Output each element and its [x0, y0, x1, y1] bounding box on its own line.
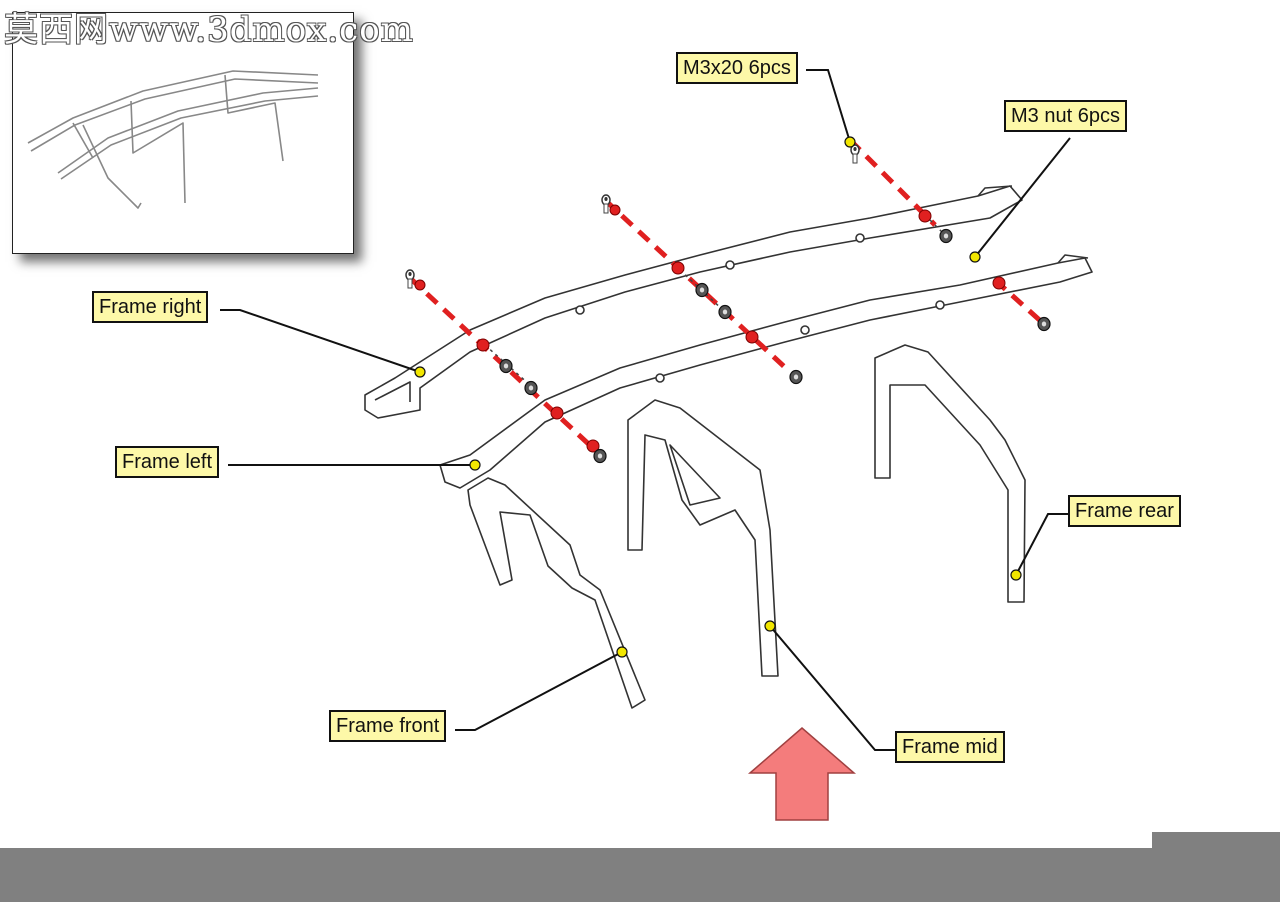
callout-frame-front: Frame front	[329, 710, 447, 742]
frame-rear-part	[874, 344, 1026, 603]
callout-frame-left: Frame left	[115, 446, 220, 478]
frame-mid-part	[627, 399, 779, 677]
callout-m3x20-screws: M3x20 6pcs	[676, 52, 798, 84]
frame-left-part	[439, 254, 1093, 489]
callout-frame-rear: Frame rear	[1068, 495, 1181, 527]
callout-frame-right: Frame right	[92, 291, 209, 323]
assembled-preview-thumbnail	[12, 12, 354, 254]
frame-right-part	[364, 185, 1023, 419]
screws	[405, 144, 860, 289]
callout-frame-mid: Frame mid	[895, 731, 1005, 763]
watermark-text: 莫西网www.3dmox.com	[4, 10, 414, 50]
callout-m3-nuts: M3 nut 6pcs	[1004, 100, 1127, 132]
bottom-bar	[0, 848, 1280, 902]
arrow-up-icon	[747, 727, 857, 821]
leader-markers	[414, 136, 1022, 658]
assembled-frame-sketch	[27, 70, 319, 209]
bottom-bar-tab	[1152, 832, 1280, 848]
leader-lines	[220, 69, 1071, 751]
screw-dots	[414, 204, 1006, 453]
frame-front-part	[467, 477, 646, 709]
